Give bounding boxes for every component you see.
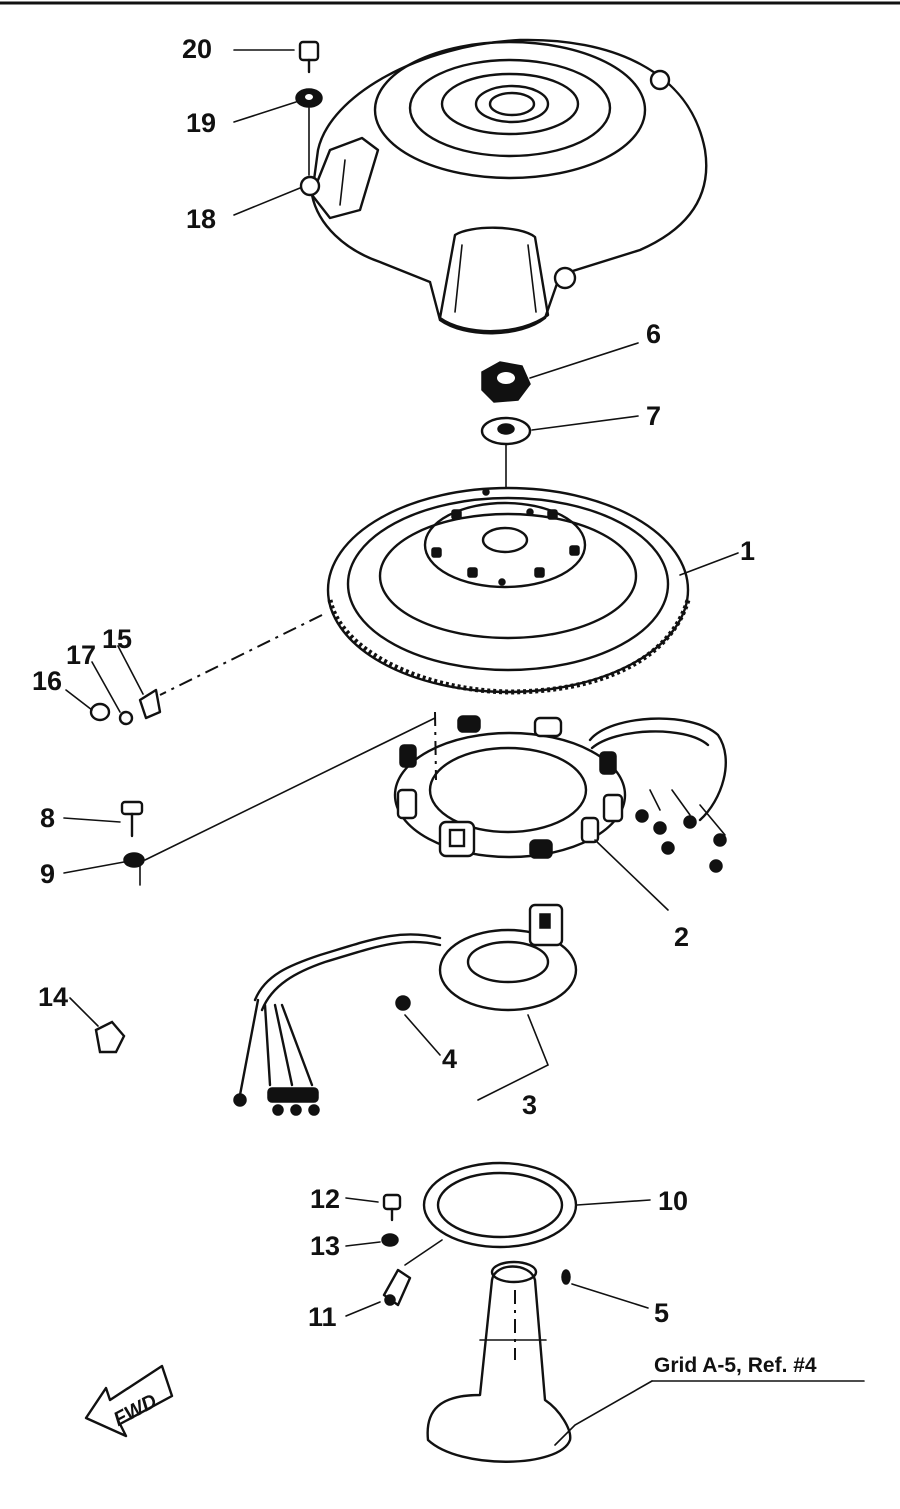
- dowel-5: [561, 1269, 571, 1285]
- pulser-coil-assembly: [233, 903, 578, 1116]
- label-11: 11: [308, 1302, 337, 1332]
- label-6: 6: [646, 319, 661, 349]
- washer-9: [123, 852, 145, 868]
- label-3: 3: [522, 1090, 537, 1120]
- label-15: 15: [102, 624, 132, 654]
- label-17: 17: [66, 640, 96, 670]
- label-8: 8: [40, 803, 55, 833]
- washer-19: [295, 88, 323, 108]
- label-20: 20: [182, 34, 212, 64]
- washer-7: [480, 416, 532, 446]
- label-19: 19: [186, 108, 216, 138]
- part-number-labels: 20 19 18 6 7 1 15 17 16 8 9 2 14 4 3 12 …: [32, 34, 755, 1332]
- bolt-8: [120, 800, 144, 838]
- label-5: 5: [654, 1298, 669, 1328]
- label-7: 7: [646, 401, 661, 431]
- label-12: 12: [310, 1184, 340, 1214]
- label-14: 14: [38, 982, 68, 1012]
- reference-label: Grid A-5, Ref. #4: [654, 1354, 817, 1377]
- clip-15: [138, 688, 162, 720]
- label-16: 16: [32, 666, 62, 696]
- screw-16: [89, 702, 111, 722]
- label-1: 1: [740, 536, 755, 566]
- fwd-arrow-icon: FWD: [84, 1364, 174, 1438]
- screw-12: [382, 1193, 402, 1222]
- crankcase-base: [426, 1260, 572, 1463]
- flywheel: [326, 486, 691, 695]
- nut-6: [481, 361, 531, 403]
- label-18: 18: [186, 204, 216, 234]
- label-10: 10: [658, 1186, 688, 1216]
- screw-4: [395, 995, 411, 1011]
- label-2: 2: [674, 922, 689, 952]
- washer-17: [118, 710, 134, 726]
- cap-14: [94, 1020, 126, 1054]
- ring-10: [422, 1161, 578, 1249]
- washer-13: [381, 1233, 399, 1247]
- label-13: 13: [310, 1231, 340, 1261]
- bolt-20: [298, 40, 320, 74]
- flywheel-cover: [299, 38, 708, 335]
- label-9: 9: [40, 859, 55, 889]
- stator-assembly: [393, 715, 727, 873]
- clamp-11: [382, 1268, 412, 1307]
- label-4: 4: [442, 1044, 457, 1074]
